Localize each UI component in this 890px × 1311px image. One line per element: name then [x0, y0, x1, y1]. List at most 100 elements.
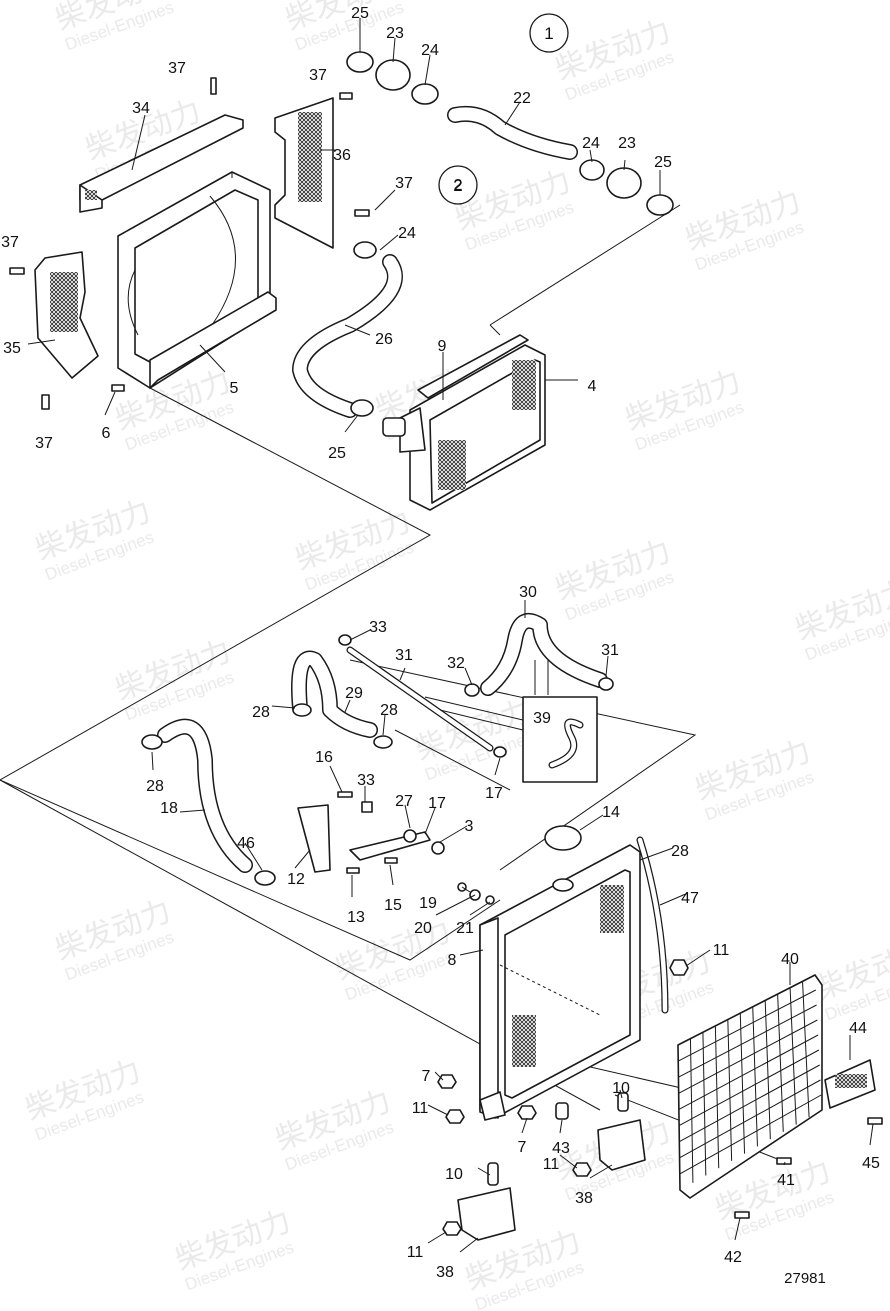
group-marker-1: 1 — [529, 13, 569, 53]
rubber-mounts — [457, 1092, 646, 1241]
callout-number: 37 — [35, 435, 53, 452]
side-plate-36 — [274, 97, 334, 249]
callout-number: 4 — [588, 378, 597, 395]
callout-number: 28 — [146, 778, 164, 795]
callout-number: 7 — [518, 1139, 527, 1156]
callout-number: 18 — [160, 800, 178, 817]
callout-number: 25 — [654, 154, 672, 171]
group-marker-2: 2 — [438, 165, 478, 205]
callout-number: 32 — [447, 655, 465, 672]
callout-number: 7 — [422, 1068, 431, 1085]
callout-number: 24 — [398, 225, 416, 242]
callout-number: 39 — [533, 710, 551, 727]
callout-number: 37 — [395, 175, 413, 192]
callout-number: 40 — [781, 951, 799, 968]
callout-number: 11 — [412, 1100, 429, 1117]
callout-number: 42 — [724, 1249, 742, 1266]
svg-text:2: 2 — [453, 176, 462, 195]
callout-number: 5 — [230, 380, 239, 397]
callout-number: 2 — [454, 177, 463, 194]
callout-number: 25 — [351, 5, 369, 22]
callout-number: 16 — [315, 749, 333, 766]
callout-number: 33 — [369, 619, 387, 636]
callout-number: 47 — [681, 890, 699, 907]
callout-number: 27 — [395, 793, 413, 810]
callout-number: 8 — [448, 952, 457, 969]
callout-number: 9 — [438, 338, 447, 355]
callout-number: 30 — [519, 584, 537, 601]
detail-box-39 — [424, 660, 598, 783]
callout-number: 24 — [582, 135, 600, 152]
callout-number: 45 — [862, 1155, 880, 1172]
callout-number: 22 — [513, 90, 531, 107]
callout-number: 28 — [671, 843, 689, 860]
callout-number: 36 — [333, 147, 351, 164]
callout-number: 31 — [601, 642, 619, 659]
callout-leaders — [27, 18, 874, 1253]
fasteners — [9, 77, 883, 1236]
radiator — [297, 804, 641, 1121]
drawing-number: 27981 — [784, 1270, 826, 1287]
callout-number: 28 — [380, 702, 398, 719]
callout-number: 13 — [347, 909, 365, 926]
callout-number: 38 — [436, 1264, 454, 1281]
charge-air-cooler — [382, 334, 546, 511]
emblem-44 — [824, 1059, 876, 1109]
side-plate-35 — [34, 251, 99, 379]
callout-number: 28 — [252, 704, 270, 721]
callout-number: 10 — [612, 1080, 630, 1097]
callout-number: 10 — [445, 1166, 463, 1183]
callout-number: 17 — [485, 785, 503, 802]
hose-26-assembly — [292, 241, 403, 418]
callout-number: 33 — [357, 772, 375, 789]
callout-number: 23 — [618, 135, 636, 152]
callout-number: 21 — [456, 920, 474, 937]
callout-number: 24 — [421, 42, 439, 59]
callout-number: 6 — [102, 425, 111, 442]
callout-number: 31 — [395, 647, 413, 664]
callout-number: 11 — [543, 1156, 560, 1173]
callout-number: 17 — [428, 795, 446, 812]
callout-number: 46 — [237, 835, 255, 852]
callout-number: 38 — [575, 1190, 593, 1207]
callout-number: 11 — [407, 1244, 424, 1261]
fan-shroud — [117, 171, 277, 389]
callout-number: 37 — [168, 60, 186, 77]
callout-number: 20 — [414, 920, 432, 937]
callout-number: 25 — [328, 445, 346, 462]
callout-number: 34 — [132, 100, 150, 117]
callout-number: 15 — [384, 897, 402, 914]
callout-number: 35 — [3, 340, 21, 357]
callout-number: 29 — [345, 685, 363, 702]
callout-number: 26 — [375, 331, 393, 348]
callout-number: 37 — [309, 67, 327, 84]
hose-22-assembly — [346, 51, 674, 216]
callout-number: 23 — [386, 25, 404, 42]
callout-number: 41 — [777, 1172, 795, 1189]
callout-number: 14 — [602, 804, 620, 821]
callout-number: 37 — [1, 234, 19, 251]
coolant-hoses — [141, 613, 669, 1014]
grille-40 — [677, 974, 823, 1199]
callout-number: 3 — [465, 818, 474, 835]
cover-plate-34 — [79, 114, 244, 213]
callout-number: 19 — [419, 895, 437, 912]
callout-number: 11 — [713, 942, 730, 959]
